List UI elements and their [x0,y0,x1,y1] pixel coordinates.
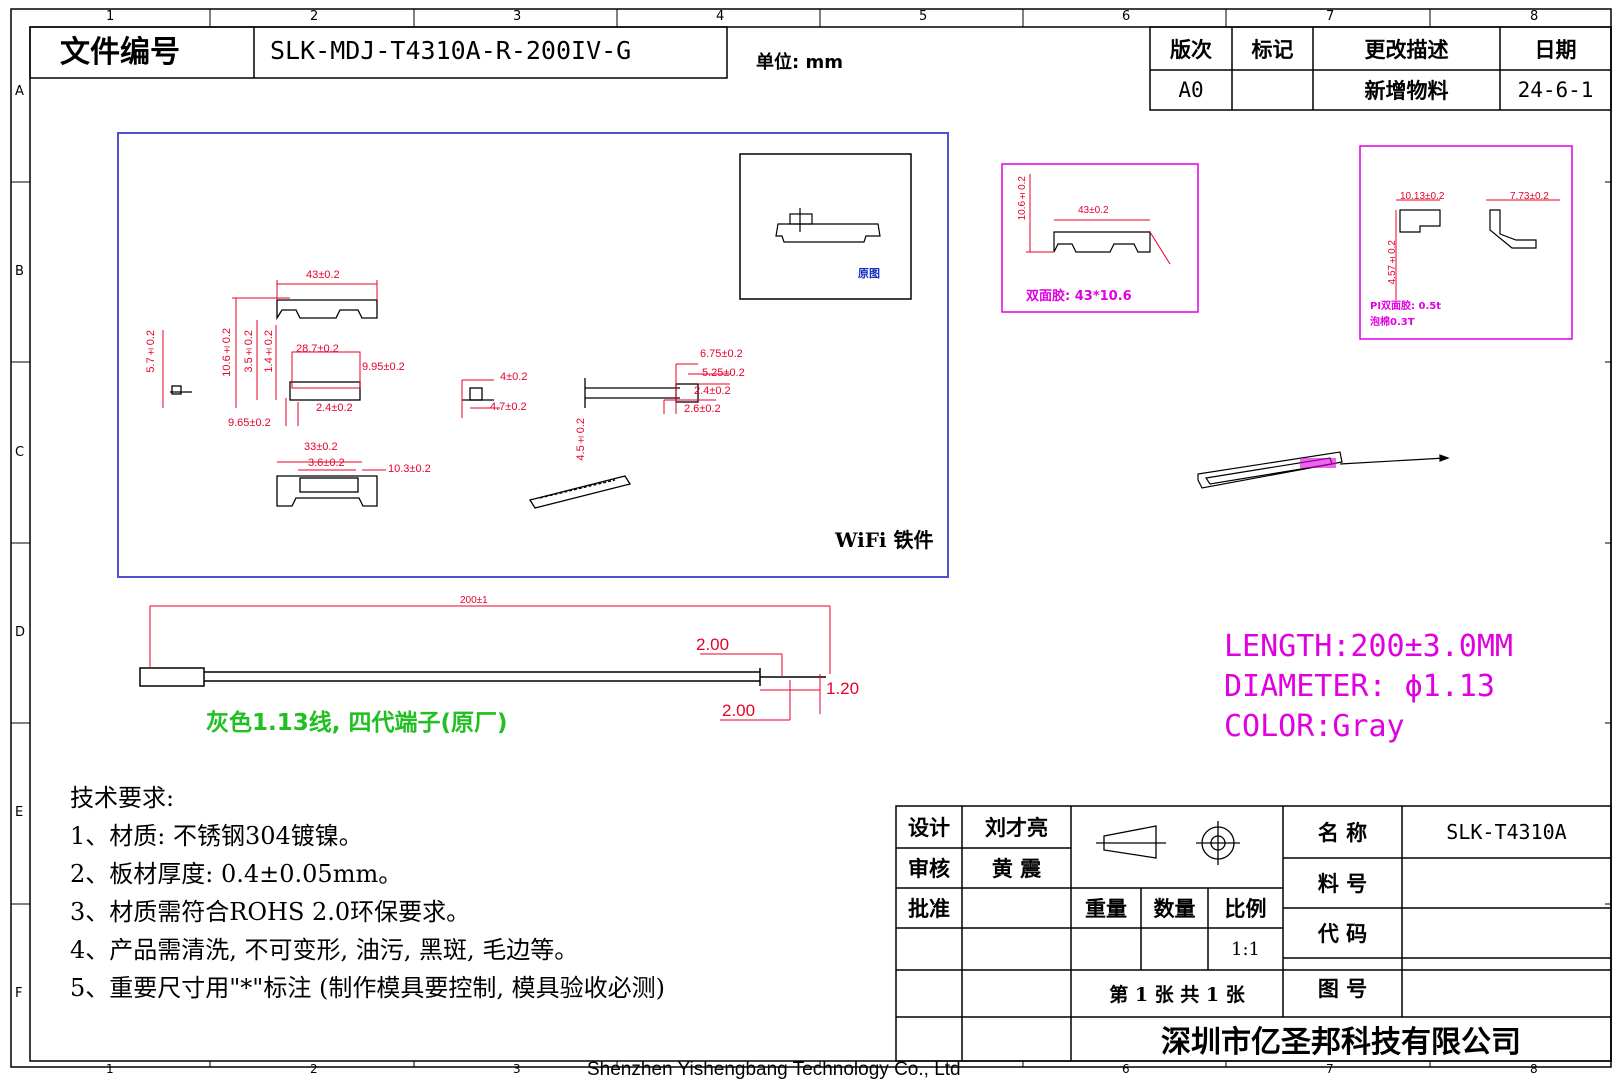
grid-col-1: 1 [106,9,115,24]
cable-length-dim: 200±1 [460,595,488,606]
dim-label: 43±0.2 [1078,205,1109,216]
grid-col-5: 5 [919,9,928,24]
rev-header-mark: 标记 [1251,36,1294,62]
tb-weight-label: 重量 [1085,896,1127,921]
main-view-title: WiFi 铁件 [835,528,934,552]
rev-header-desc: 更改描述 [1364,36,1449,62]
dim-label: 1.4±0.2 [263,330,275,373]
tb-review-label: 审核 [908,856,950,881]
requirement-item: 1、材质: 不锈钢304镀镍。 [70,822,363,850]
rev-version-value: A0 [1178,78,1204,102]
grid-row-d: D [15,625,26,640]
inset-label: 原图 [858,267,880,280]
tb-company-cn: 深圳市亿圣邦科技有限公司 [1161,1025,1521,1060]
dim-label: 10.3±0.2 [388,463,431,475]
tb-design-value: 刘才亮 [985,815,1048,840]
spec-diameter: DIAMETER: ϕ1.13 [1224,669,1495,704]
spec-length: LENGTH:200±3.0MM [1224,629,1513,664]
dim-label: 5.7±0.2 [145,330,157,373]
tb-approve-label: 批准 [908,896,950,921]
requirement-item: 2、板材厚度: 0.4±0.05mm。 [70,860,403,888]
view3-note-1: PI双面胶: 0.5t [1370,301,1442,312]
rev-header-version: 版次 [1170,36,1212,62]
grid-row-c: C [15,445,25,460]
tb-name-value: SLK-T4310A [1446,820,1567,844]
dim-label: 4.7±0.2 [490,401,527,413]
grid-col-1-bottom: 1 [106,1062,114,1076]
rev-desc-value: 新增物料 [1364,78,1449,103]
doc-number-label: 文件编号 [60,35,180,70]
grid-row-a: A [15,84,24,99]
dim-label: 2.00 [722,701,756,720]
grid-col-7-bottom: 7 [1326,1062,1334,1076]
requirements-title: 技术要求: [70,784,175,812]
tb-code-label: 代 码 [1317,921,1368,946]
tb-qty-label: 数量 [1153,896,1196,921]
requirement-item: 3、材质需符合ROHS 2.0环保要求。 [70,898,471,926]
requirement-item: 5、重要尺寸用"*"标注 (制作模具要控制, 模具验收必测) [70,974,665,1002]
dim-label: 10.6±0.2 [221,328,233,377]
dim-label: 5.25±0.2 [702,367,745,379]
rev-date-value: 24-6-1 [1517,78,1594,102]
dim-label: 43±0.2 [306,269,340,281]
tb-sheet: 第 1 张 共 1 张 [1109,984,1245,1006]
dim-label: 1.20 [826,679,860,698]
grid-col-2-bottom: 2 [310,1062,318,1076]
dim-label: 2.00 [696,635,730,654]
tb-scale-label: 比例 [1224,896,1267,921]
grid-row-e: E [15,805,24,820]
dim-label: 2.4±0.2 [316,402,353,414]
grid-col-8-bottom: 8 [1530,1062,1538,1076]
dim-label: 2.4±0.2 [694,385,731,397]
requirement-item: 4、产品需清洗, 不可变形, 油污, 黑斑, 毛边等。 [70,936,579,964]
dim-label: 4.57±0.2 [1387,240,1398,285]
grid-row-b: B [15,264,24,279]
doc-number-value: SLK-MDJ-T4310A-R-200IV-G [270,36,632,65]
grid-col-6-bottom: 6 [1122,1062,1130,1076]
unit-label: 单位: mm [756,52,843,73]
grid-col-3: 3 [513,9,522,24]
rev-header-date: 日期 [1534,36,1577,62]
grid-col-7: 7 [1326,9,1335,24]
spec-color: COLOR:Gray [1224,709,1405,744]
dim-label: 3.5±0.2 [243,330,255,373]
dim-label: 10.13±0.2 [1400,191,1445,202]
company-en: Shenzhen Yishengbang Technology Co., Ltd [587,1059,961,1080]
dim-label: 9.95±0.2 [362,361,405,373]
grid-col-3-bottom: 3 [513,1062,521,1076]
tb-name-label: 名 称 [1317,820,1368,845]
dim-label: 4±0.2 [500,371,528,383]
tb-review-value: 黄 震 [991,856,1042,881]
dim-label: 3.6±0.2 [308,457,345,469]
dim-label: 33±0.2 [304,441,338,453]
grid-row-f: F [15,986,23,1001]
tb-scale-value: 1:1 [1231,938,1260,960]
dim-label: 10.6±0.2 [1017,176,1028,221]
dim-label: 2.6±0.2 [684,403,721,415]
tb-drawing-label: 图 号 [1317,975,1368,1001]
tb-design-label: 设计 [908,815,950,840]
dim-label: 7.73±0.2 [1510,191,1549,202]
dim-label: 9.65±0.2 [228,417,271,429]
dim-label: 4.5±0.2 [575,418,587,461]
view3-note-2: 泡棉0.3T [1370,317,1415,328]
dim-label: 28.7±0.2 [296,343,339,355]
grid-col-6: 6 [1122,9,1131,24]
dim-label: 6.75±0.2 [700,348,743,360]
cable-note: 灰色1.13线, 四代端子(原厂) [206,710,508,736]
view2-note: 双面胶: 43*10.6 [1026,289,1132,304]
grid-col-8: 8 [1530,9,1539,24]
grid-col-4: 4 [716,9,725,24]
tb-part-label: 料 号 [1317,871,1368,896]
grid-col-2: 2 [310,9,319,24]
